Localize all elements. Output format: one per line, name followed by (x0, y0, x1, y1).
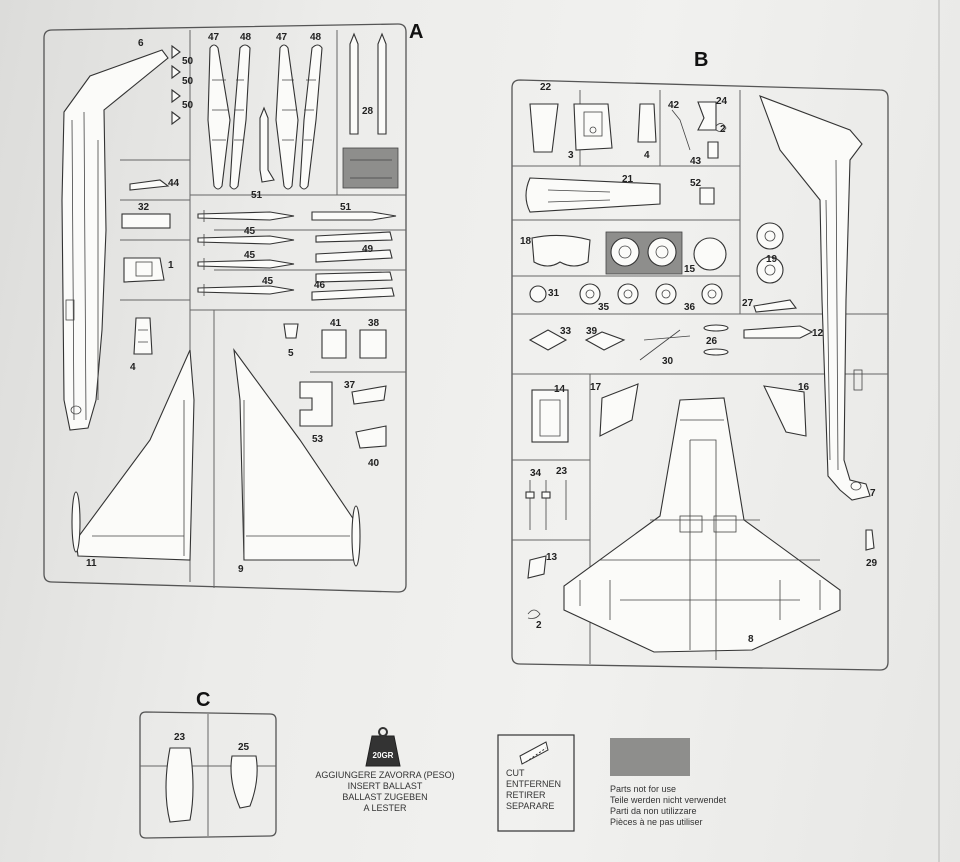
part-22-canopy (529, 103, 559, 153)
label-5: 5 (288, 348, 294, 359)
label-31: 31 (548, 288, 560, 299)
label-38: 38 (368, 318, 380, 329)
label-45: 45 (262, 276, 274, 287)
label-22: 22 (540, 82, 552, 93)
label-39: 39 (586, 326, 598, 337)
label-53: 53 (312, 434, 324, 445)
label-30: 30 (662, 356, 674, 367)
label-12: 12 (812, 328, 824, 339)
label-18: 18 (520, 236, 532, 247)
label-17: 17 (590, 382, 602, 393)
label-23: 23 (174, 732, 186, 743)
label-14: 14 (554, 384, 566, 395)
label-45: 45 (244, 226, 256, 237)
label-45: 45 (244, 250, 256, 261)
label-49: 49 (362, 244, 374, 255)
label-11: 11 (86, 558, 97, 569)
label-23: 23 (556, 466, 568, 477)
cut-caption: CUT ENTFERNEN RETIRER SEPARARE (506, 768, 562, 811)
label-50: 50 (182, 100, 194, 111)
part-25-clear (230, 755, 258, 809)
label-48: 48 (310, 32, 322, 43)
label-6: 6 (138, 38, 144, 49)
label-48: 48 (240, 32, 252, 43)
label-47: 47 (276, 32, 288, 43)
label-4: 4 (644, 150, 650, 161)
legend-cut (497, 734, 575, 832)
sprue-b-letter: B (694, 49, 708, 71)
label-43: 43 (690, 156, 702, 167)
label-15: 15 (684, 264, 696, 275)
label-4: 4 (130, 362, 136, 373)
part-6-fuselage-half (61, 49, 169, 431)
sprue-a: A 6 50 50 50 47 48 47 48 28 44 51 51 32 … (43, 21, 423, 593)
label-2: 2 (720, 124, 726, 135)
legend-ballast: 20GR (365, 727, 401, 767)
sprue-c-letter: C (196, 689, 210, 711)
sprue-a-letter: A (409, 21, 423, 43)
sprue-b: B 22 3 4 42 24 2 43 21 52 18 15 19 31 35… (511, 49, 889, 671)
label-29: 29 (866, 558, 878, 569)
label-52: 52 (690, 178, 702, 189)
part-14 (531, 389, 569, 443)
part-47-tank (207, 44, 231, 190)
part-23-clear (165, 747, 194, 823)
part-47-tank-b (275, 44, 299, 190)
label-27: 27 (742, 298, 754, 309)
label-21: 21 (622, 174, 634, 185)
label-19: 19 (766, 254, 778, 265)
label-42: 42 (668, 100, 680, 111)
part-9-wing-right (233, 347, 355, 561)
label-40: 40 (368, 458, 380, 469)
label-33: 33 (560, 326, 572, 337)
label-47: 47 (208, 32, 220, 43)
not-for-use-grey-parts (342, 147, 399, 189)
label-37: 37 (344, 380, 356, 391)
not-for-use-swatch (610, 738, 690, 776)
label-34: 34 (530, 468, 542, 479)
part-48-tank-b (299, 44, 323, 190)
label-36: 36 (684, 302, 696, 313)
ballast-caption: AGGIUNGERE ZAVORRA (PESO) INSERT BALLAST… (315, 770, 455, 813)
not-for-use-caption: Parts not for use Teile werden nicht ver… (610, 784, 727, 827)
part-11-wing-left (75, 349, 195, 561)
label-25: 25 (238, 742, 250, 753)
label-50: 50 (182, 56, 194, 67)
label-35: 35 (598, 302, 610, 313)
part-18-visor (531, 234, 591, 267)
label-26: 26 (706, 336, 718, 347)
label-8: 8 (748, 634, 754, 645)
label-7: 7 (870, 488, 876, 499)
label-3: 3 (568, 150, 574, 161)
sprue-c: C 23 25 (139, 689, 277, 839)
label-9: 9 (238, 564, 244, 575)
label-2: 2 (536, 620, 542, 631)
part-48-tank (229, 44, 251, 190)
label-24: 24 (716, 96, 728, 107)
label-51: 51 (251, 190, 263, 201)
label-1: 1 (168, 260, 174, 271)
page-fold (938, 0, 940, 862)
label-44: 44 (168, 178, 180, 189)
label-51: 51 (340, 202, 352, 213)
label-13: 13 (546, 552, 558, 563)
part-7-fuselage-half (759, 95, 871, 501)
label-46: 46 (314, 280, 326, 291)
ballast-weight-icon: 20GR (373, 751, 394, 760)
label-41: 41 (330, 318, 342, 329)
label-28: 28 (362, 106, 374, 117)
label-50: 50 (182, 76, 194, 87)
label-16: 16 (798, 382, 810, 393)
label-32: 32 (138, 202, 150, 213)
part-21-panel (525, 177, 661, 213)
